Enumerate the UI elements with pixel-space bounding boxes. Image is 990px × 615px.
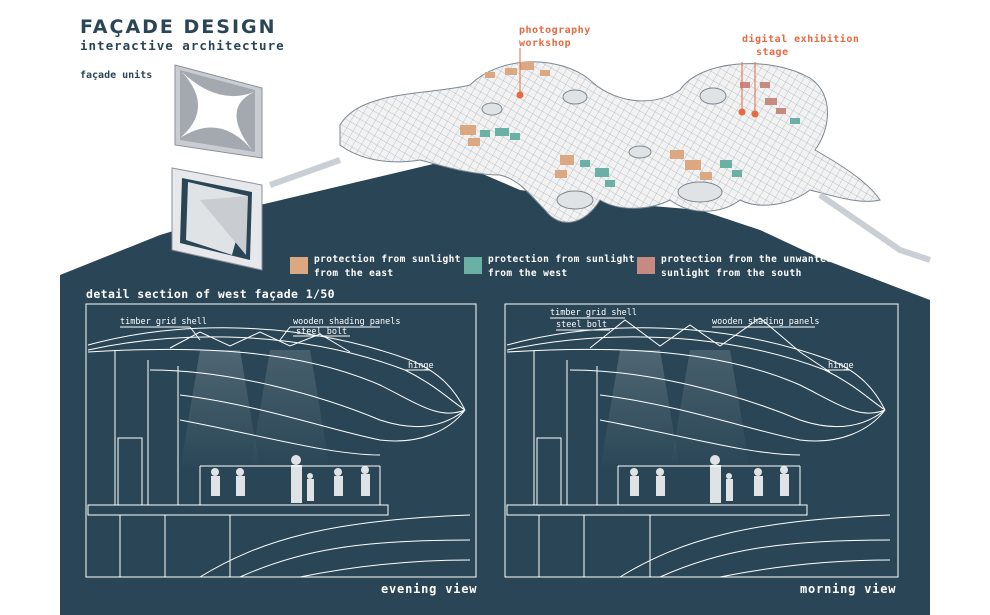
building-axonometric [268,48,931,263]
legend-swatch-west [464,257,482,274]
legend-swatch-south [637,257,655,274]
legend-swatch-east [290,257,308,274]
callout-exhibition-line2: stage [756,47,789,58]
legend-east-line1: protection from sunlight [314,254,461,265]
evening-label-timber: timber grid shell [120,317,207,327]
legend-west-line1: protection from sunlight [488,254,635,265]
panel-clusters [460,62,800,187]
callout-photography: photography workshop [519,24,591,50]
legend-item-west: protection from sunlight from the west [464,253,637,281]
evening-view-label: evening view [381,582,478,596]
morning-label-bolt: steel bolt [556,320,608,330]
facade-unit-open [171,167,263,271]
callout-exhibition-line1: digital exhibition [742,34,860,45]
morning-label-panels: wooden shading panels [712,317,820,327]
legend-item-east: protection from sunlight from the east [290,253,464,281]
section-title: detail section of west façade 1/50 [86,287,336,301]
callout-photography-line2: workshop [519,38,572,49]
legend-south-line2: sunlight from the south [661,268,802,279]
page-subtitle: interactive architecture [80,38,285,53]
legend-south-line1: protection from the unwanted [661,254,833,265]
morning-label-hinge: hinge [828,361,854,371]
facade-units-label: façade units [80,70,153,81]
legend-west-line2: from the west [488,268,568,279]
people-evening [211,455,370,503]
morning-label-timber: timber grid shell [550,308,637,318]
evening-label-panels: wooden shading panels [293,317,401,327]
callout-photography-line1: photography [519,25,591,36]
callout-exhibition: digital exhibition stage [742,33,859,59]
morning-view-label: morning view [800,582,897,596]
facade-unit-closed [174,64,263,159]
legend-east-line2: from the east [314,268,394,279]
legend: protection from sunlight from the east p… [290,253,832,281]
evening-label-bolt: steel bolt [296,327,348,337]
people-morning [630,455,789,503]
evening-label-hinge: hinge [408,361,434,371]
page-title: FAÇADE DESIGN [80,16,277,38]
legend-item-south: protection from the unwanted sunlight fr… [637,253,832,281]
